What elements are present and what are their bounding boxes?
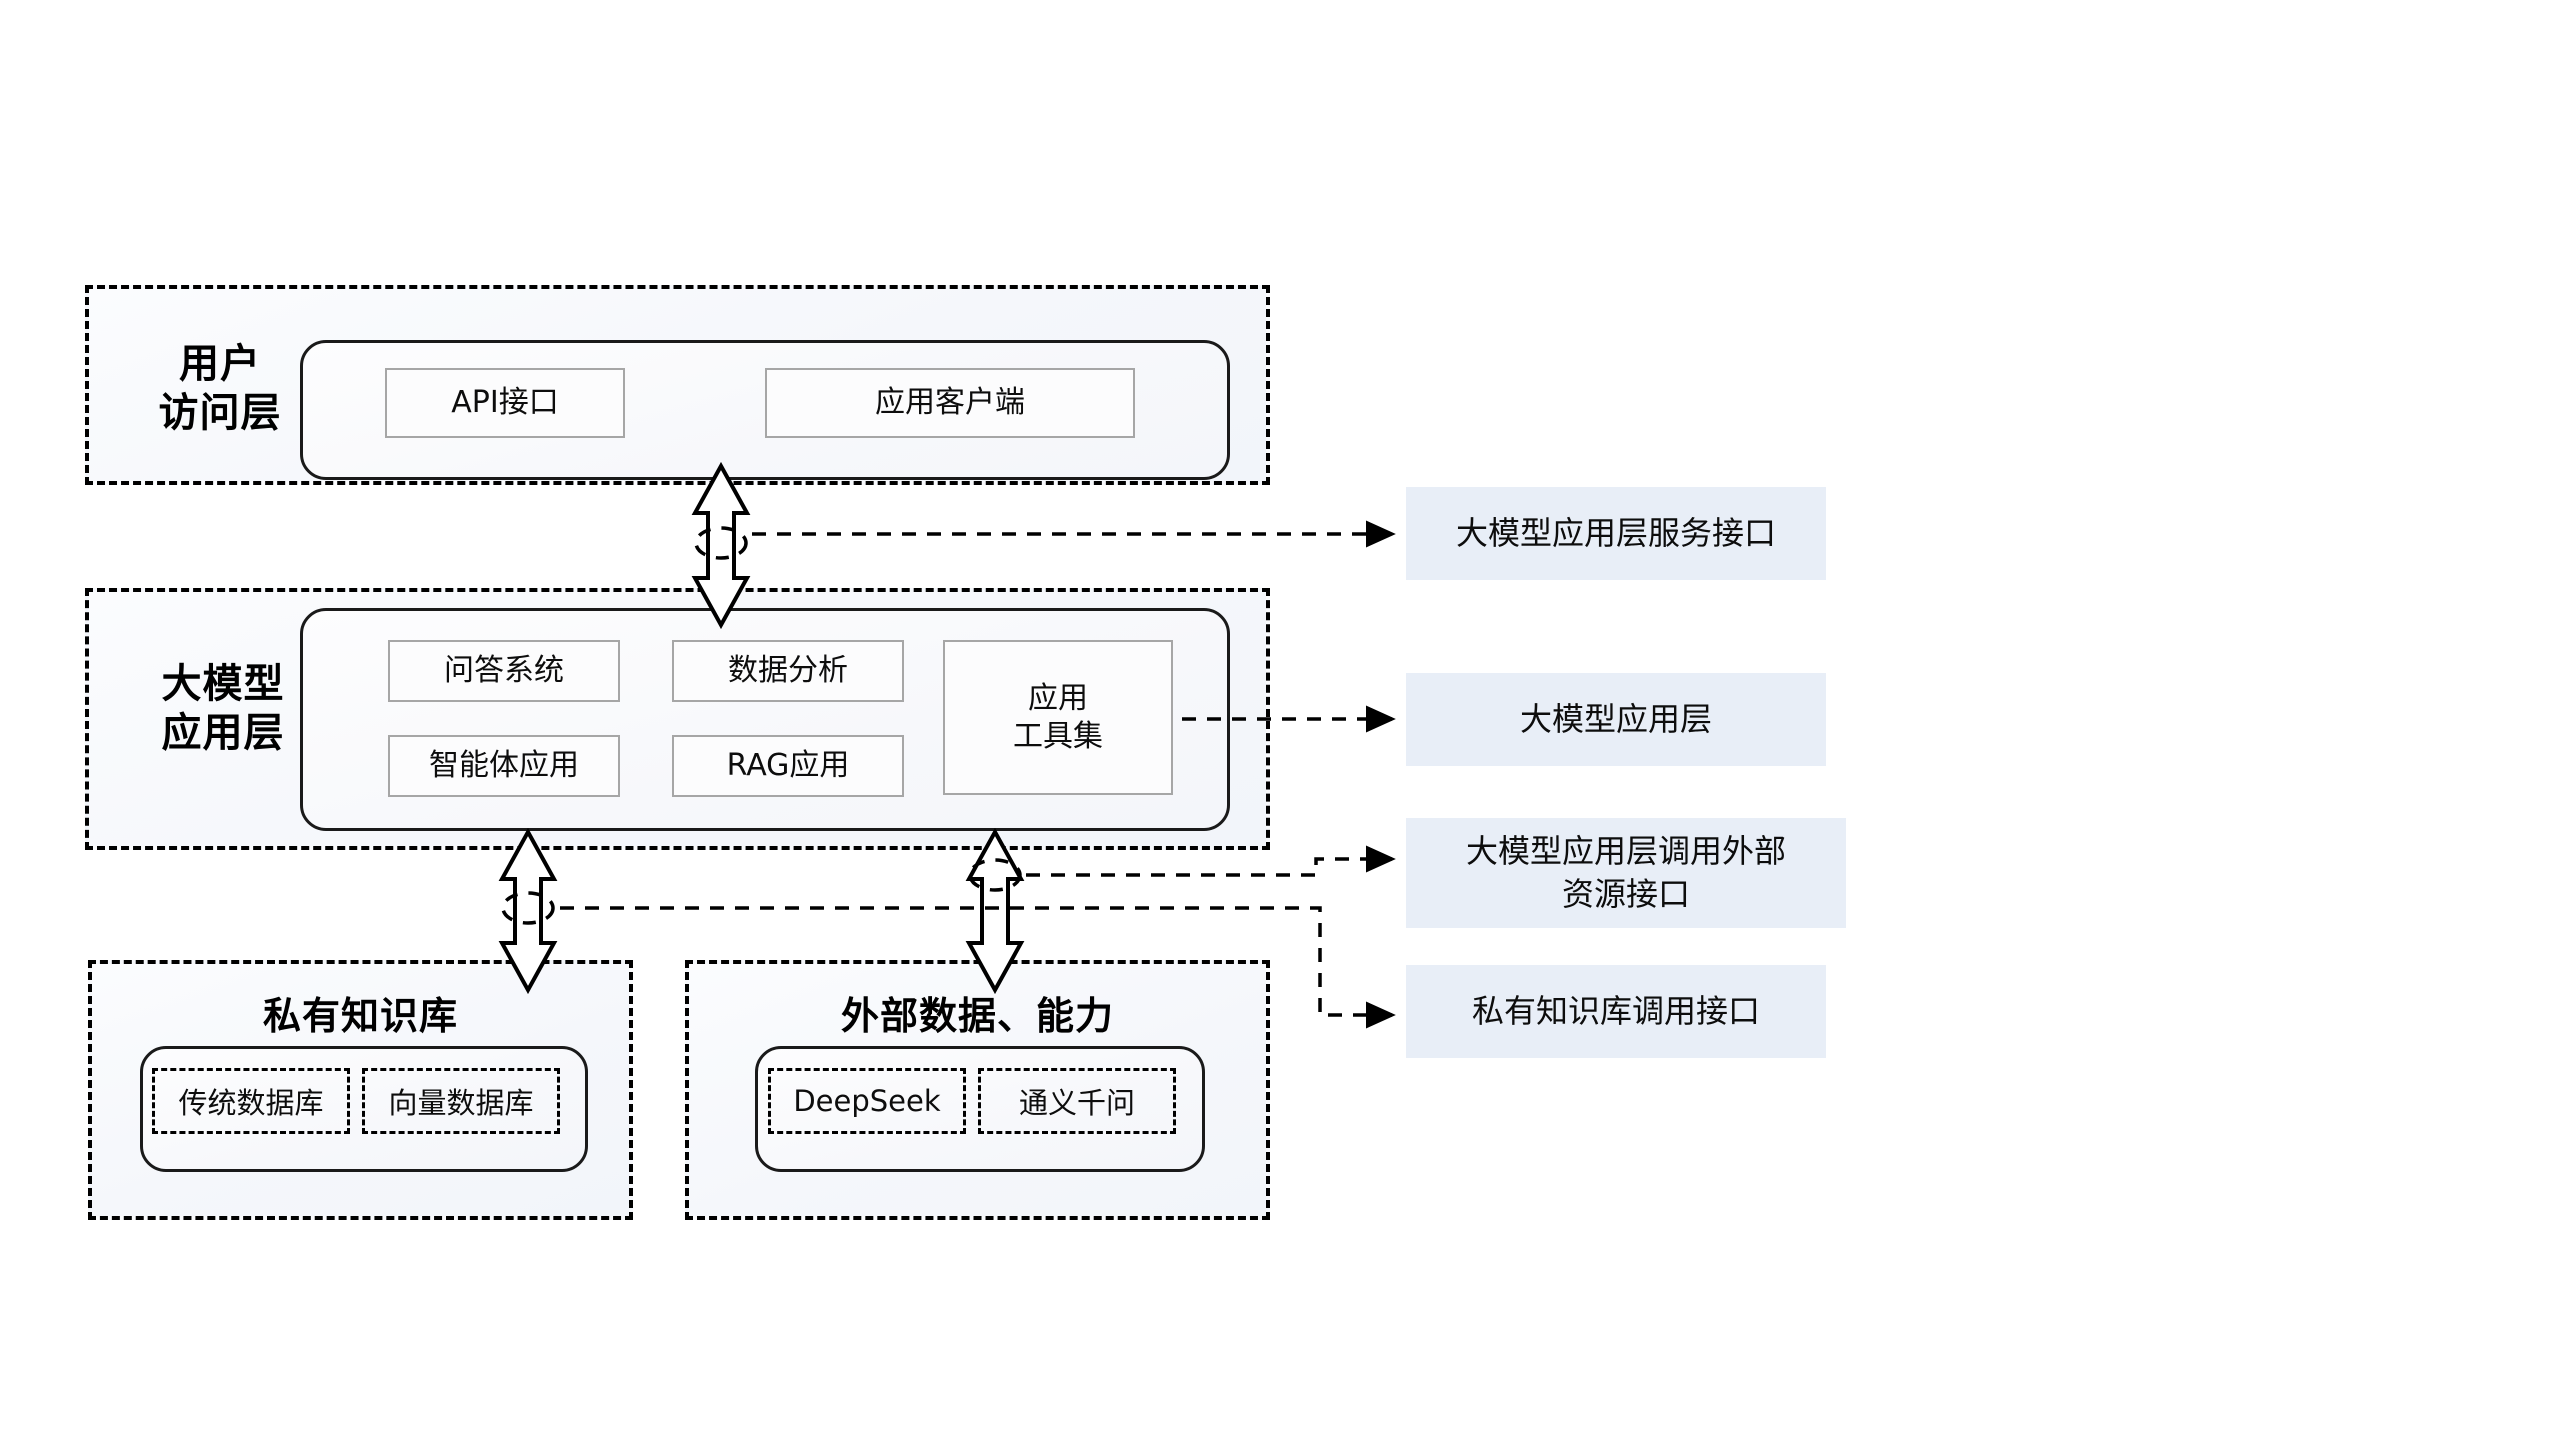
annotation-llm-service-interface: 大模型应用层服务接口 <box>1406 487 1826 580</box>
annotation-external-resource-interface: 大模型应用层调用外部 资源接口 <box>1406 818 1846 928</box>
item-tongyi-qianwen[interactable]: 通义千问 <box>978 1068 1176 1134</box>
item-deepseek[interactable]: DeepSeek <box>768 1068 966 1134</box>
leader-line-annotation-3 <box>1026 845 1396 877</box>
item-qa-system[interactable]: 问答系统 <box>388 640 620 702</box>
annotation-llm-application-layer: 大模型应用层 <box>1406 673 1826 766</box>
item-vector-database[interactable]: 向量数据库 <box>362 1068 560 1134</box>
interface-socket-icon <box>501 891 555 925</box>
group-external-data-capability-heading: 外部数据、能力 <box>840 994 1114 1038</box>
item-app-toolset[interactable]: 应用 工具集 <box>943 640 1173 795</box>
item-app-client[interactable]: 应用客户端 <box>765 368 1135 438</box>
external-data-capability-panel <box>755 1046 1205 1172</box>
group-private-knowledge-base-heading: 私有知识库 <box>262 994 458 1038</box>
item-traditional-database[interactable]: 传统数据库 <box>152 1068 350 1134</box>
interface-socket-icon <box>694 526 748 560</box>
item-agent-application[interactable]: 智能体应用 <box>388 735 620 797</box>
annotation-private-kb-interface: 私有知识库调用接口 <box>1406 965 1826 1058</box>
item-api-interface[interactable]: API接口 <box>385 368 625 438</box>
item-data-analysis[interactable]: 数据分析 <box>672 640 904 702</box>
layer-user-access-title: 用户 访问层 <box>158 341 282 436</box>
item-rag-application[interactable]: RAG应用 <box>672 735 904 797</box>
layer-llm-application-title: 大模型 应用层 <box>161 661 285 756</box>
interface-socket-icon <box>968 858 1022 892</box>
